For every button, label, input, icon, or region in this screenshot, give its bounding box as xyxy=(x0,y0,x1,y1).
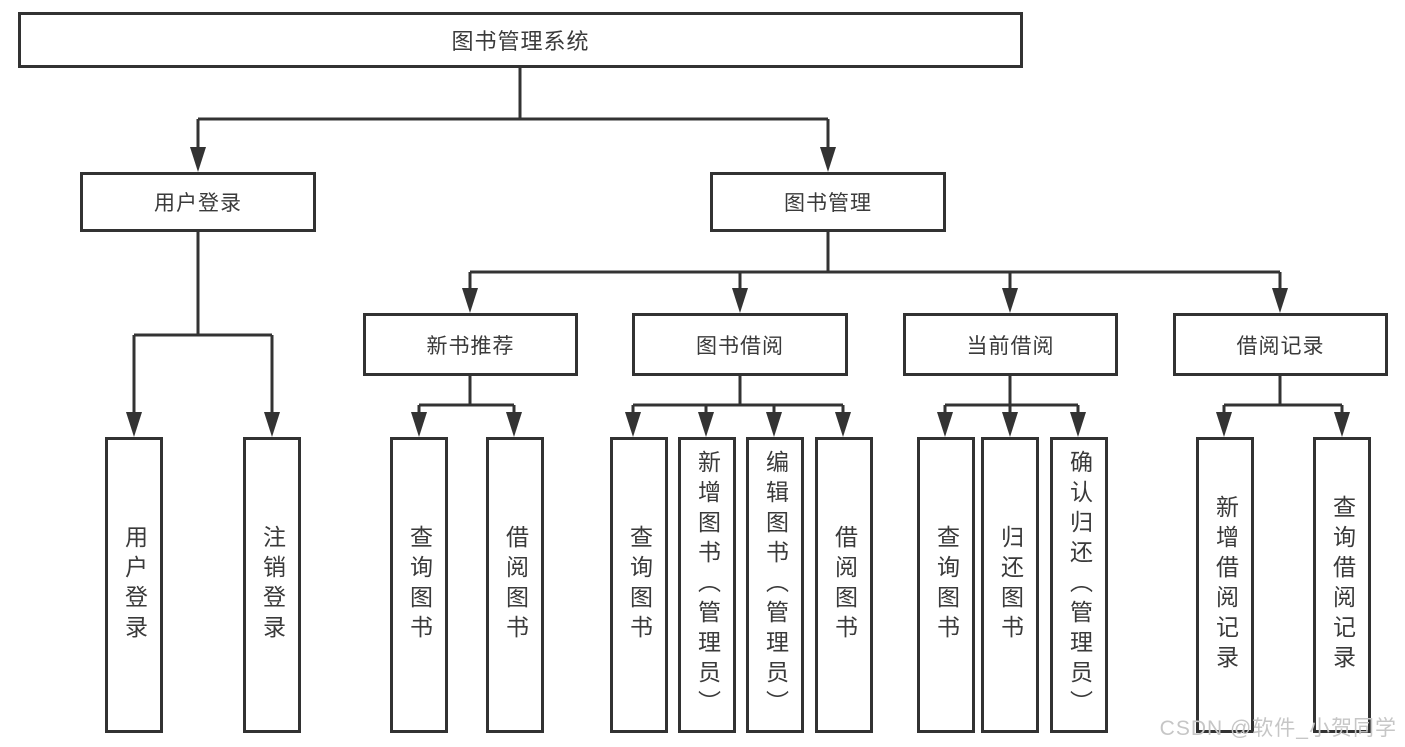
leaf-user-login-label: 用户登录 xyxy=(121,525,148,645)
leaf-current-return-books: 归还图书 xyxy=(981,437,1039,733)
leaf-record-query-label: 查询借阅记录 xyxy=(1329,495,1356,675)
leaf-user-login: 用户登录 xyxy=(105,437,163,733)
node-current-borrow: 当前借阅 xyxy=(903,313,1118,376)
node-borrow-record-label: 借阅记录 xyxy=(1236,334,1325,358)
leaf-current-query-books-label: 查询图书 xyxy=(933,525,960,645)
leaf-borrow-add-books-admin: 新增图书（管理员） xyxy=(678,437,736,733)
arrowhead-icons xyxy=(126,147,1350,437)
csdn-watermark: CSDN @软件_小贺同学 xyxy=(1159,717,1397,740)
leaf-borrow-borrow-books: 借阅图书 xyxy=(815,437,873,733)
leaf-logout-label: 注销登录 xyxy=(259,525,286,645)
node-book-borrow: 图书借阅 xyxy=(632,313,848,376)
leaf-logout: 注销登录 xyxy=(243,437,301,733)
node-root: 图书管理系统 xyxy=(18,12,1023,68)
node-new-book-recommend-label: 新书推荐 xyxy=(426,334,515,358)
leaf-record-add: 新增借阅记录 xyxy=(1196,437,1254,733)
leaf-current-confirm-return-admin-label: 确认归还（管理员） xyxy=(1066,450,1093,720)
node-book-borrow-label: 图书借阅 xyxy=(696,334,784,358)
leaf-newbook-query-books-label: 查询图书 xyxy=(406,525,433,645)
leaf-newbook-query-books: 查询图书 xyxy=(390,437,448,733)
leaf-borrow-query-books: 查询图书 xyxy=(610,437,668,733)
node-book-management: 图书管理 xyxy=(710,172,946,232)
leaf-record-query: 查询借阅记录 xyxy=(1313,437,1371,733)
leaf-borrow-edit-books-admin-label: 编辑图书（管理员） xyxy=(762,450,789,720)
leaf-newbook-borrow-books: 借阅图书 xyxy=(486,437,544,733)
leaf-borrow-query-books-label: 查询图书 xyxy=(626,525,653,645)
node-new-book-recommend: 新书推荐 xyxy=(363,313,578,376)
leaf-newbook-borrow-books-label: 借阅图书 xyxy=(502,525,529,645)
leaf-borrow-add-books-admin-label: 新增图书（管理员） xyxy=(694,450,721,720)
leaf-borrow-borrow-books-label: 借阅图书 xyxy=(831,525,858,645)
leaf-borrow-edit-books-admin: 编辑图书（管理员） xyxy=(746,437,804,733)
node-user-login-label: 用户登录 xyxy=(154,192,242,215)
leaf-record-add-label: 新增借阅记录 xyxy=(1212,495,1239,675)
node-current-borrow-label: 当前借阅 xyxy=(966,334,1055,358)
leaf-current-confirm-return-admin: 确认归还（管理员） xyxy=(1050,437,1108,733)
node-borrow-record: 借阅记录 xyxy=(1173,313,1388,376)
node-root-label: 图书管理系统 xyxy=(451,29,590,54)
node-user-login: 用户登录 xyxy=(80,172,316,232)
node-book-management-label: 图书管理 xyxy=(784,192,872,215)
leaf-current-query-books: 查询图书 xyxy=(917,437,975,733)
leaf-current-return-books-label: 归还图书 xyxy=(997,525,1024,645)
